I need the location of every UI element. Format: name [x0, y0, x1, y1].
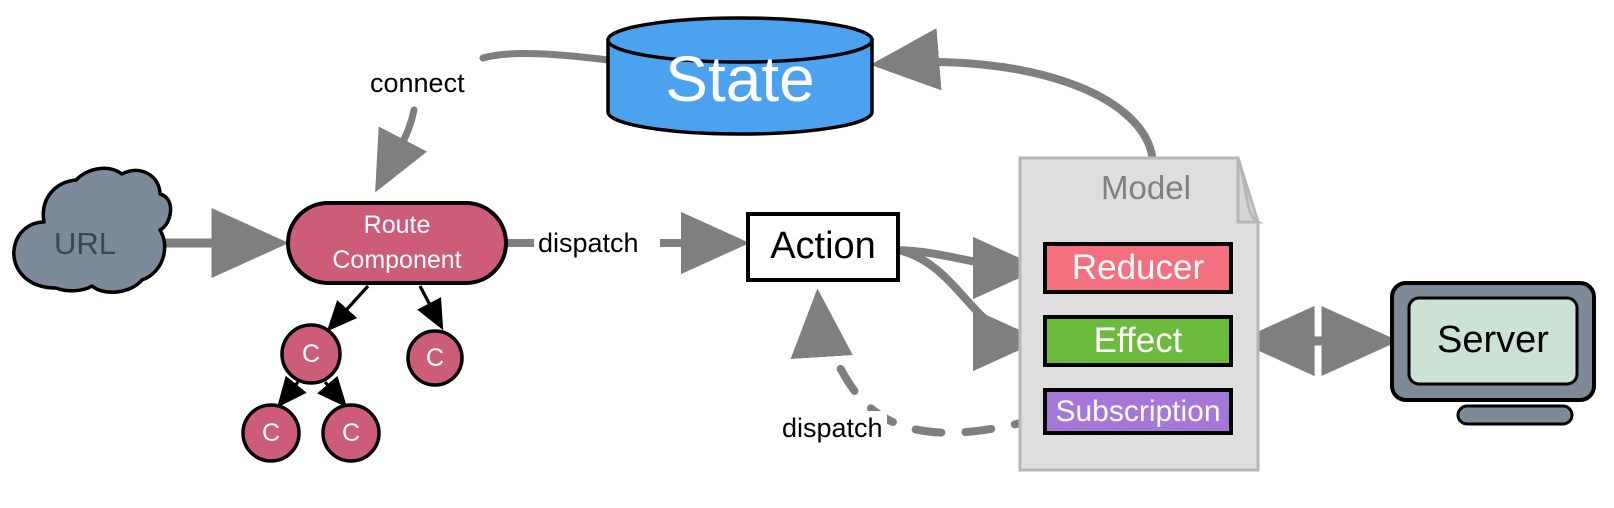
- edge-c1-to-c3: [276, 375, 307, 408]
- edge-model-to-state: [870, 28, 1156, 159]
- edge-label-dispatch-bottom: dispatch: [778, 411, 887, 445]
- edge-route-component-to-c2: [417, 285, 444, 331]
- node-subscription[interactable]: [1043, 388, 1233, 435]
- node-reducer[interactable]: [1043, 242, 1233, 294]
- node-state[interactable]: [606, 16, 874, 136]
- edge-label-connect: connect: [366, 66, 469, 100]
- node-component-c1[interactable]: [280, 323, 342, 385]
- node-server[interactable]: [1390, 281, 1596, 426]
- node-route-component[interactable]: [286, 201, 508, 285]
- edge-c1-to-c4: [317, 375, 348, 408]
- edge-action-to-reducer: [894, 236, 1042, 300]
- node-action[interactable]: [746, 212, 900, 282]
- edge-state-to-route-component: [375, 50, 612, 193]
- edge-route-component-to-c1: [326, 284, 370, 332]
- node-effect[interactable]: [1043, 315, 1233, 367]
- edge-label-dispatch-top: dispatch: [534, 226, 643, 260]
- node-component-c2[interactable]: [406, 329, 464, 387]
- node-component-c4[interactable]: [321, 403, 381, 463]
- node-url[interactable]: [12, 166, 173, 294]
- node-component-c3[interactable]: [241, 403, 301, 463]
- edge-action-to-effect: [894, 246, 1042, 372]
- edge-subscription-to-action: [790, 288, 1044, 437]
